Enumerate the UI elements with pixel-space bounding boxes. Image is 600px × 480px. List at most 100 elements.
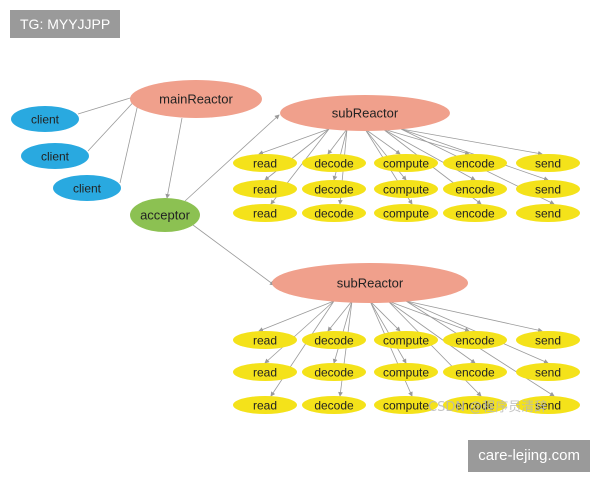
task-send-s1-r3-shape — [516, 204, 580, 222]
task-encode-s1-r2: encode — [443, 180, 507, 198]
client-node-2-shape — [21, 143, 89, 169]
task-encode-s2-r3-label: encode — [455, 398, 495, 412]
task-encode-s1-r3-shape — [443, 204, 507, 222]
task-read-s1-r1: read — [233, 154, 297, 172]
task-send-s2-r2-label: send — [535, 365, 561, 379]
task-read-s2-r3-label: read — [253, 398, 277, 412]
task-encode-s1-r2-shape — [443, 180, 507, 198]
edge-sub-1-to-task-r1-c5 — [400, 128, 543, 156]
task-read-s1-r2-label: read — [253, 182, 277, 196]
task-decode-s1-r1: decode — [302, 154, 366, 172]
task-send-s2-r1-shape — [516, 331, 580, 349]
task-compute-s2-r3: compute — [374, 396, 438, 414]
task-send-s1-r1: send — [516, 154, 580, 172]
edge-sub-2-to-task-r1-c1 — [258, 300, 335, 332]
task-compute-s2-r1-shape — [374, 331, 438, 349]
task-decode-s1-r3: decode — [302, 204, 366, 222]
sub-reactor-node-1-shape — [280, 95, 450, 131]
task-decode-s2-r3-shape — [302, 396, 366, 414]
task-read-s2-r1-shape — [233, 331, 297, 349]
task-read-s2-r3-shape — [233, 396, 297, 414]
task-read-s1-r3: read — [233, 204, 297, 222]
task-encode-s1-r1-shape — [443, 154, 507, 172]
task-decode-s1-r1-shape — [302, 154, 366, 172]
task-encode-s2-r2-label: encode — [455, 365, 495, 379]
edge-sub-1-to-task-r1-c3 — [364, 128, 401, 155]
edge-sub-2-to-task-r3-c1 — [270, 300, 335, 397]
task-encode-s1-r3: encode — [443, 204, 507, 222]
acceptor-node: acceptor — [130, 198, 200, 232]
edge-sub-2-to-task-r1-c4 — [387, 300, 470, 332]
acceptor-node-shape — [130, 198, 200, 232]
edge-sub-1-to-task-r1-c1 — [258, 128, 330, 155]
task-compute-s1-r2: compute — [374, 180, 438, 198]
sub-reactor-node-2-label: subReactor — [337, 276, 404, 291]
task-encode-s1-r1-label: encode — [455, 156, 495, 170]
task-read-s1-r3-shape — [233, 204, 297, 222]
sub-reactor-node-2: subReactor — [272, 263, 468, 303]
task-read-s1-r1-label: read — [253, 156, 277, 170]
task-compute-s2-r2-label: compute — [383, 365, 429, 379]
task-encode-s1-r3-label: encode — [455, 206, 495, 220]
task-compute-s2-r1: compute — [374, 331, 438, 349]
task-decode-s2-r1-shape — [302, 331, 366, 349]
task-compute-s2-r3-shape — [374, 396, 438, 414]
task-decode-s2-r3-label: decode — [314, 398, 354, 412]
task-compute-s1-r3: compute — [374, 204, 438, 222]
task-encode-s1-r2-label: encode — [455, 182, 495, 196]
task-send-s2-r3-shape — [516, 396, 580, 414]
task-encode-s1-r1: encode — [443, 154, 507, 172]
edge-sub-2-to-task-r2-c3 — [369, 300, 407, 364]
edge-client-1-to-main — [77, 93, 141, 115]
task-send-s1-r3-label: send — [535, 206, 561, 220]
edge-acceptor-to-sub-2 — [192, 224, 275, 286]
sub-reactor-node-1-label: subReactor — [332, 106, 399, 121]
edge-client-2-to-main — [87, 94, 141, 152]
task-decode-s1-r1-label: decode — [314, 156, 354, 170]
task-read-s1-r1-shape — [233, 154, 297, 172]
task-encode-s2-r3: encode — [443, 396, 507, 414]
edge-sub-2-to-task-r2-c1 — [264, 300, 335, 364]
task-encode-s2-r1-label: encode — [455, 333, 495, 347]
main-reactor-node: mainReactor — [130, 80, 262, 118]
task-send-s2-r2-shape — [516, 363, 580, 381]
task-send-s2-r3: send — [516, 396, 580, 414]
footer-tag[interactable]: care-lejing.com — [468, 440, 590, 472]
task-send-s1-r3: send — [516, 204, 580, 222]
header-tag: TG: MYYJJPP — [10, 10, 121, 38]
task-send-s2-r2: send — [516, 363, 580, 381]
edge-acceptor-to-sub-1 — [184, 114, 280, 202]
task-send-s1-r1-label: send — [535, 156, 561, 170]
task-decode-s2-r1-label: decode — [314, 333, 354, 347]
task-compute-s1-r2-shape — [374, 180, 438, 198]
task-encode-s2-r2: encode — [443, 363, 507, 381]
task-read-s1-r3-label: read — [253, 206, 277, 220]
edge-sub-1-to-task-r2-c4 — [382, 128, 476, 181]
task-read-s2-r3: read — [233, 396, 297, 414]
edge-sub-1-to-task-r1-c2 — [327, 128, 348, 155]
task-compute-s2-r3-label: compute — [383, 398, 429, 412]
main-reactor-node-shape — [130, 80, 262, 118]
task-decode-s2-r3: decode — [302, 396, 366, 414]
edge-sub-1-to-task-r2-c1 — [264, 128, 330, 181]
task-compute-s1-r1: compute — [374, 154, 438, 172]
task-send-s2-r3-label: send — [535, 398, 561, 412]
edge-sub-2-to-task-r1-c5 — [405, 300, 543, 333]
task-send-s1-r2-label: send — [535, 182, 561, 196]
client-node-1: client — [11, 106, 79, 132]
client-node-1-label: client — [31, 112, 60, 126]
task-compute-s1-r3-shape — [374, 204, 438, 222]
edge-sub-2-to-task-r1-c3 — [369, 300, 401, 332]
task-send-s2-r1-label: send — [535, 333, 561, 347]
task-encode-s2-r3-shape — [443, 396, 507, 414]
task-read-s2-r1-label: read — [253, 333, 277, 347]
task-encode-s2-r2-shape — [443, 363, 507, 381]
task-read-s2-r2-label: read — [253, 365, 277, 379]
task-decode-s2-r2-shape — [302, 363, 366, 381]
client-node-3-shape — [53, 175, 121, 201]
task-read-s1-r2-shape — [233, 180, 297, 198]
task-send-s1-r2: send — [516, 180, 580, 198]
client-node-2: client — [21, 143, 89, 169]
edge-main-to-acceptor — [165, 117, 183, 199]
